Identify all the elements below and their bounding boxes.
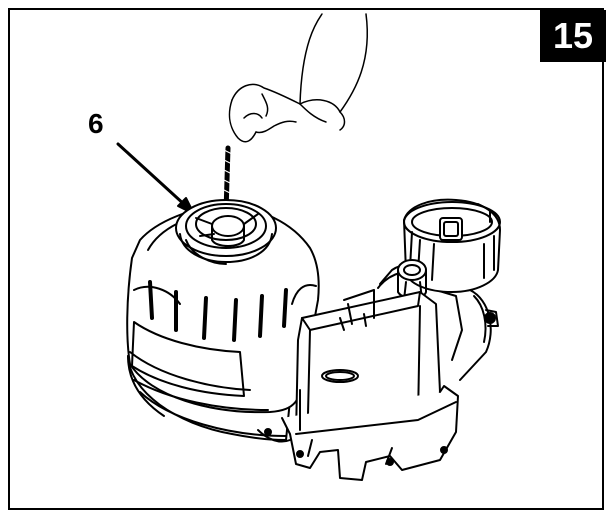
callout-arrow (116, 142, 195, 215)
strainer-lid (403, 198, 501, 293)
step-number-badge: 15 (540, 10, 606, 62)
filter-tank (126, 205, 320, 414)
tank-lid (175, 199, 277, 265)
pump-fitting (397, 259, 427, 301)
hand-icon (228, 13, 368, 143)
pump-base (264, 385, 459, 481)
connection-hose (257, 389, 301, 443)
callout-label: 6 (88, 108, 104, 139)
